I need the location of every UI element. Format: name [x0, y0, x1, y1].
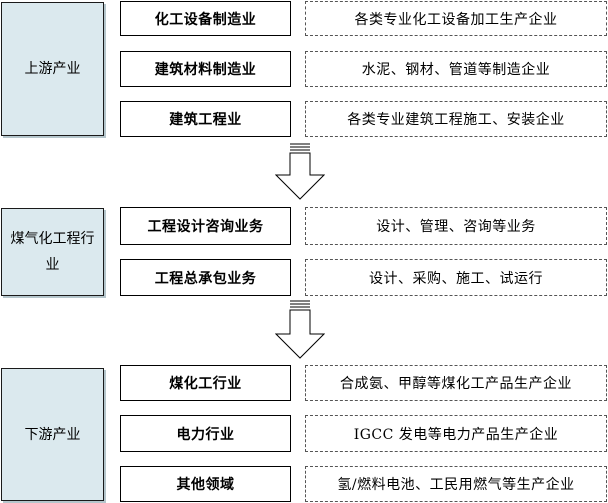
item-label: 工程总承包业务 — [154, 270, 257, 287]
item-label: 煤化工行业 — [169, 376, 242, 392]
desc-label: 合成氨、甲醇等煤化工产品生产企业 — [340, 376, 572, 392]
desc-label: IGCC 发电等电力产品生产企业 — [353, 426, 559, 443]
item-label: 电力行业 — [176, 426, 235, 443]
down-desc-0: 合成氨、甲醇等煤化工产品生产企业 — [305, 365, 607, 401]
item-label: 建筑工程业 — [169, 112, 242, 128]
desc-label: 各类专业化工设备加工生产企业 — [354, 11, 558, 28]
down-desc-1: IGCC 发电等电力产品生产企业 — [305, 415, 607, 452]
down-item-0: 煤化工行业 — [120, 365, 291, 401]
item-label: 其他领域 — [176, 477, 235, 493]
category-downstream: 下游产业 — [1, 368, 104, 501]
upstream-item-2: 建筑工程业 — [120, 101, 291, 137]
category-upstream: 上游产业 — [1, 2, 104, 136]
upstream-item-0: 化工设备制造业 — [120, 1, 291, 36]
category-coal-gasification: 煤气化工程行业 — [1, 208, 104, 296]
item-label: 工程设计咨询业务 — [147, 219, 264, 235]
mid-item-1: 工程总承包业务 — [120, 259, 291, 296]
desc-label: 设计、管理、咨询等业务 — [376, 219, 536, 235]
category-label: 煤气化工程行业 — [10, 231, 95, 273]
mid-item-0: 工程设计咨询业务 — [120, 207, 291, 245]
desc-label: 设计、采购、施工、试运行 — [369, 270, 543, 287]
category-label: 上游产业 — [24, 61, 81, 77]
down-arrow-icon — [275, 143, 325, 200]
item-label: 化工设备制造业 — [154, 11, 257, 28]
desc-label: 氢/燃料电池、工民用燃气等生产企业 — [337, 477, 575, 493]
desc-label: 水泥、钢材、管道等制造企业 — [361, 62, 551, 78]
desc-label: 各类专业建筑工程施工、安装企业 — [347, 112, 565, 128]
mid-desc-0: 设计、管理、咨询等业务 — [305, 207, 607, 245]
upstream-desc-0: 各类专业化工设备加工生产企业 — [305, 1, 607, 36]
mid-desc-1: 设计、采购、施工、试运行 — [305, 259, 607, 296]
down-desc-2: 氢/燃料电池、工民用燃气等生产企业 — [305, 466, 607, 502]
upstream-item-1: 建筑材料制造业 — [120, 51, 291, 87]
category-label: 下游产业 — [24, 426, 81, 443]
item-label: 建筑材料制造业 — [154, 62, 257, 78]
down-arrow-icon — [275, 300, 325, 359]
upstream-desc-2: 各类专业建筑工程施工、安装企业 — [305, 101, 607, 137]
down-item-2: 其他领域 — [120, 466, 291, 502]
upstream-desc-1: 水泥、钢材、管道等制造企业 — [305, 51, 607, 87]
down-item-1: 电力行业 — [120, 415, 291, 452]
